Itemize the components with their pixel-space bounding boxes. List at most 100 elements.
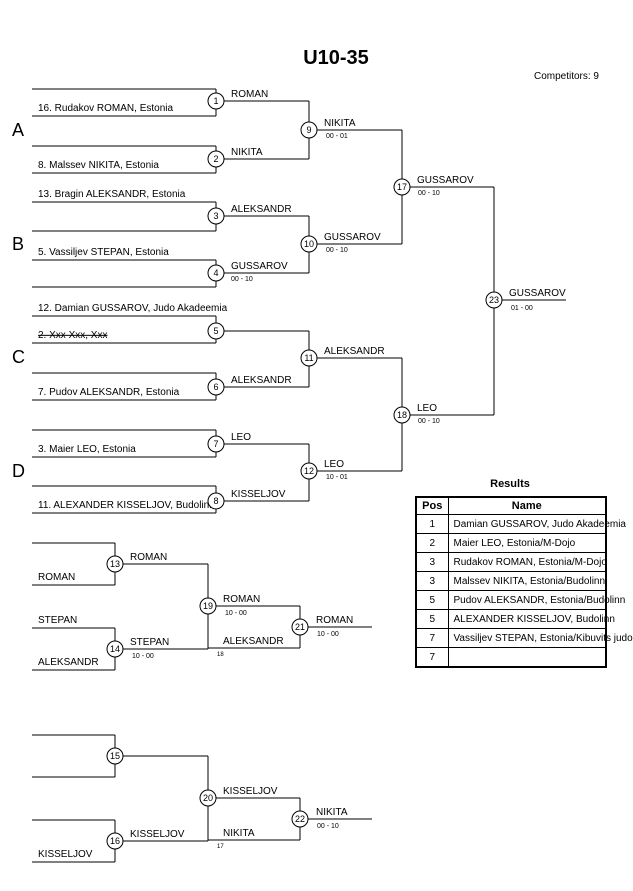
winner-name: GUSSAROV: [231, 261, 288, 272]
winner-name: LEO: [231, 432, 251, 443]
entry-name: 8. Malssev NIKITA, Estonia: [38, 160, 159, 171]
match-circle: [207, 207, 225, 225]
result-name: [447, 647, 607, 668]
results-header-row: Pos Name: [415, 496, 607, 515]
results-header-name: Name: [447, 496, 607, 515]
winner-name: ALEKSANDR: [324, 346, 385, 357]
winner-name: ALEKSANDR: [231, 204, 292, 215]
result-name: Vassiljev STEPAN, Estonia/Kibuvits judo: [447, 628, 633, 648]
match-score: 00 - 10: [418, 418, 440, 425]
winner-name: GUSSAROV: [417, 175, 474, 186]
entry-name: 2. Xxx Xxx, Xxx: [38, 330, 107, 341]
winner-name: LEO: [417, 403, 437, 414]
winner-name: NIKITA: [324, 118, 356, 129]
results-row: 7: [415, 647, 607, 668]
match-circle: [106, 747, 124, 765]
match-circle: [199, 597, 217, 615]
entry-name: 11. ALEXANDER KISSELJOV, Budolinn: [38, 500, 215, 511]
match-number: 22: [295, 814, 305, 824]
entry-name: 13. Bragin ALEKSANDR, Estonia: [38, 189, 186, 200]
entry-name: 16. Rudakov ROMAN, Estonia: [38, 103, 173, 114]
pool-label: D: [12, 461, 25, 481]
match-number: 10: [304, 239, 314, 249]
opponent-name: ALEKSANDR: [223, 636, 284, 647]
page-title: U10-35: [303, 47, 369, 69]
result-position: 2: [415, 533, 449, 553]
match-circle: [291, 618, 309, 636]
results-title: Results: [490, 478, 530, 490]
winner-name: ROMAN: [231, 89, 268, 100]
repechage-entry: ROMAN: [38, 572, 75, 583]
match-circle: [300, 462, 318, 480]
pool-label: A: [12, 120, 24, 140]
match-number: 2: [213, 154, 218, 164]
match-number: 19: [203, 601, 213, 611]
winner-name: NIKITA: [316, 807, 348, 818]
result-position: 7: [415, 647, 449, 668]
winner-name: KISSELJOV: [231, 489, 286, 500]
match-number: 21: [295, 622, 305, 632]
match-circle: [393, 406, 411, 424]
match-number: 5: [213, 326, 218, 336]
match-circle: [393, 178, 411, 196]
match-number: 17: [397, 182, 407, 192]
match-number: 9: [306, 125, 311, 135]
winner-name: GUSSAROV: [509, 288, 566, 299]
entry-name: 12. Damian GUSSAROV, Judo Akadeemia: [38, 303, 228, 314]
match-number: 18: [397, 410, 407, 420]
match-circle: [300, 121, 318, 139]
entry-name: 5. Vassiljev STEPAN, Estonia: [38, 247, 169, 258]
result-name: Pudov ALEKSANDR, Estonia/Budolinn: [447, 590, 625, 610]
winner-name: KISSELJOV: [130, 829, 185, 840]
match-number: 7: [213, 439, 218, 449]
match-score: 00 - 10: [231, 276, 253, 283]
match-circle: [291, 810, 309, 828]
match-number: 12: [304, 466, 314, 476]
winner-name: ROMAN: [130, 552, 167, 563]
match-number: 1: [213, 96, 218, 106]
match-circle: [106, 555, 124, 573]
match-number: 6: [213, 382, 218, 392]
winner-name: GUSSAROV: [324, 232, 381, 243]
match-score: 10 - 01: [326, 474, 348, 481]
winner-name: NIKITA: [231, 147, 263, 158]
match-circle: [485, 291, 503, 309]
result-name: Rudakov ROMAN, Estonia/M-Dojo: [447, 552, 607, 572]
match-score: 10 - 00: [132, 653, 154, 660]
match-circle: [300, 235, 318, 253]
result-name: Damian GUSSAROV, Judo Akadeemia: [447, 514, 626, 534]
opponent-ref: 17: [217, 844, 224, 850]
match-circle: [207, 492, 225, 510]
match-circle: [207, 435, 225, 453]
winner-name: ROMAN: [223, 594, 260, 605]
match-circle: [207, 378, 225, 396]
match-score: 00 - 01: [326, 133, 348, 140]
match-score: 00 - 10: [326, 247, 348, 254]
winner-name: LEO: [324, 459, 344, 470]
match-circle: [207, 264, 225, 282]
competitors-count: Competitors: 9: [534, 71, 599, 82]
result-position: 1: [415, 514, 449, 534]
match-number: 15: [110, 751, 120, 761]
opponent-ref: 18: [217, 652, 224, 658]
repechage-entry: STEPAN: [38, 615, 77, 626]
match-circle: [207, 150, 225, 168]
result-position: 7: [415, 628, 449, 648]
repechage-entry: ALEKSANDR: [38, 657, 99, 668]
result-name: ALEXANDER KISSELJOV, Budolinn: [447, 609, 615, 629]
result-name: Maier LEO, Estonia/M-Dojo: [447, 533, 607, 553]
repechage-entry: KISSELJOV: [38, 849, 93, 860]
match-score: 10 - 00: [225, 610, 247, 617]
winner-name: ALEKSANDR: [231, 375, 292, 386]
match-number: 8: [213, 496, 218, 506]
opponent-name: NIKITA: [223, 828, 255, 839]
result-name: Malssev NIKITA, Estonia/Budolinn: [447, 571, 607, 591]
match-number: 4: [213, 268, 218, 278]
